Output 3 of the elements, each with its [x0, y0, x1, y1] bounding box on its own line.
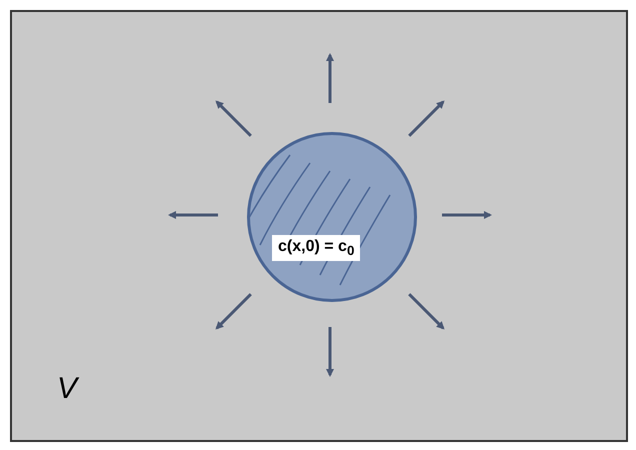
equation-label: c(x,0) = c$_{0}$ — [272, 235, 360, 262]
domain-box — [10, 10, 628, 442]
volume-symbol: V — [57, 372, 78, 406]
